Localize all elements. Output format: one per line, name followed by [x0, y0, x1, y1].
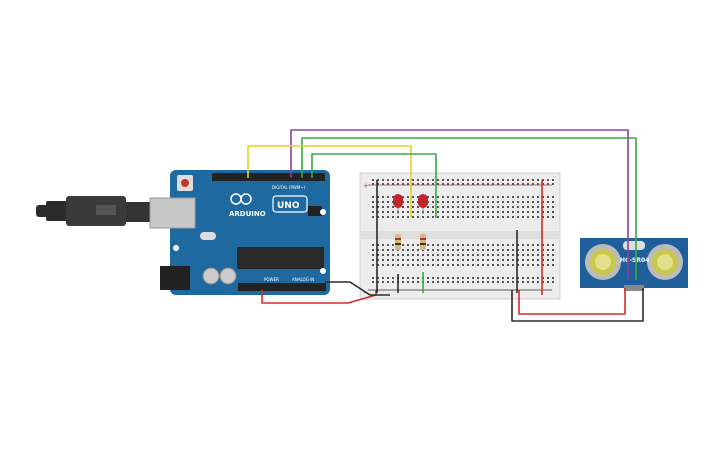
- arduino-uno-board[interactable]: ARDUINO UNO DIGITAL (PWM~) POWER ANALOG …: [149, 170, 330, 295]
- resistor-1[interactable]: [395, 234, 401, 250]
- breadboard-center-channel: [360, 231, 560, 239]
- wire-purple-trig[interactable]: [290, 129, 629, 280]
- usb-port: [149, 197, 196, 229]
- breadboard[interactable]: + -: [359, 172, 561, 300]
- wire-red-5v[interactable]: [261, 290, 377, 304]
- led-2-body: [418, 194, 428, 208]
- capacitor-2: [219, 267, 237, 285]
- uno-box: [272, 195, 308, 213]
- hc-sr04-sensor[interactable]: HC-SR04: [580, 238, 688, 291]
- rail-plus-label: +: [363, 182, 369, 190]
- wire-black-sensor-gnd[interactable]: [511, 288, 644, 322]
- resistor-2[interactable]: [420, 234, 426, 250]
- power-label: POWER: [264, 277, 279, 282]
- usb-cable: [36, 196, 152, 226]
- arduino-brand: ARDUINO: [229, 210, 266, 218]
- digital-header: [212, 173, 325, 181]
- capacitor-1: [202, 267, 220, 285]
- led-1[interactable]: [393, 194, 403, 214]
- wires: [247, 129, 644, 322]
- crystal: [200, 232, 216, 240]
- wire-black-gnd[interactable]: [325, 281, 390, 296]
- sensor-crystal: [623, 241, 645, 250]
- atmega-chip: [237, 247, 324, 269]
- dc-jack: [160, 266, 190, 290]
- led-2[interactable]: [418, 194, 428, 214]
- sensor-model: HC-SR04: [620, 257, 649, 264]
- power-analog-header: [238, 283, 326, 291]
- wire-green-led2[interactable]: [311, 153, 437, 218]
- wire-green-echo[interactable]: [301, 137, 637, 280]
- wire-yellow-led1[interactable]: [247, 145, 412, 218]
- led-1-body: [393, 194, 403, 208]
- arduino-model: UNO: [277, 201, 300, 211]
- reset-button-cap: [181, 179, 189, 187]
- wire-red-sensor-vcc[interactable]: [518, 288, 626, 315]
- analog-label: ANALOG IN: [292, 277, 314, 282]
- icsp-header: [308, 206, 322, 216]
- digital-label: DIGITAL (PWM~): [272, 185, 306, 190]
- sensor-pins: [624, 285, 644, 291]
